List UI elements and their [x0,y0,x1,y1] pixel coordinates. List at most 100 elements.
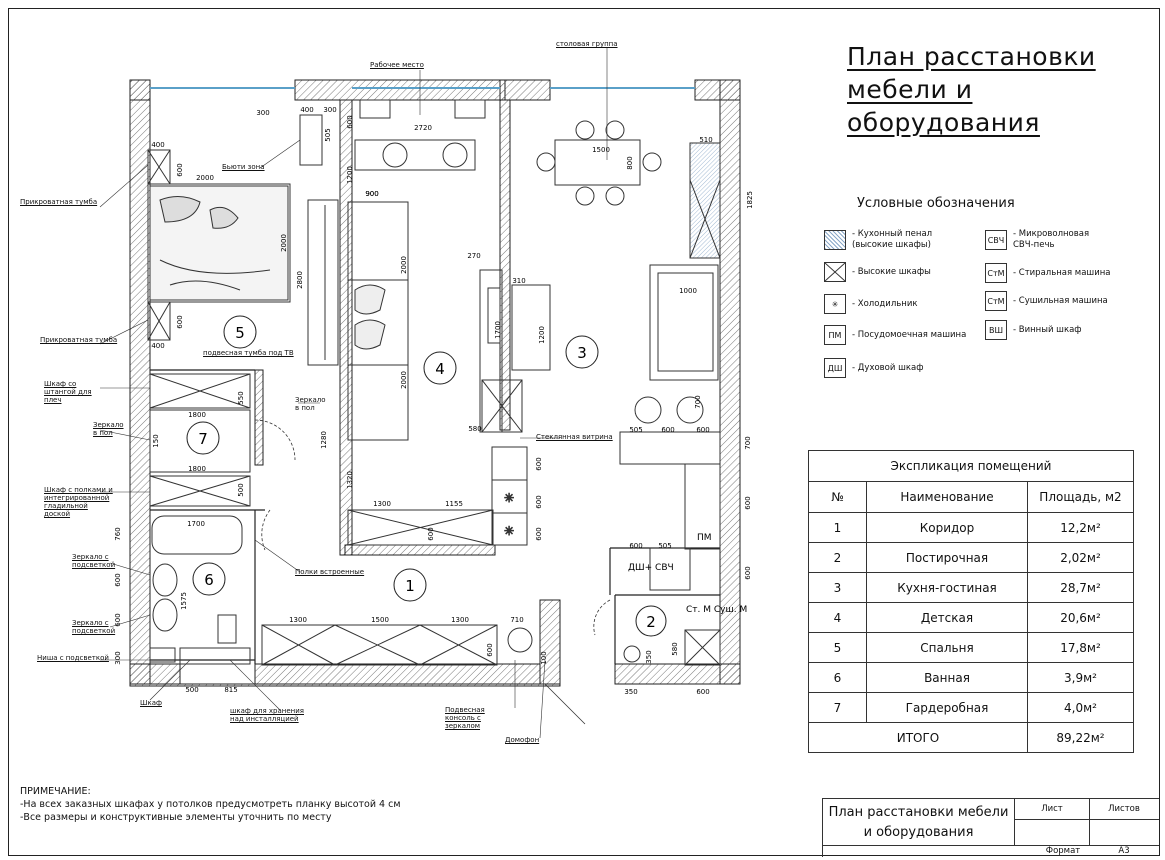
title-line-3: оборудования [847,108,1040,137]
legend-title: Условные обозначения [857,196,1015,211]
col-name: Наименование [866,481,1028,513]
tv-unit [307,199,339,366]
washer-icon: СтМ [985,263,1007,283]
dimension-label: 310 [512,277,525,285]
dimension-label: 700 [694,395,702,408]
dimension-label: 2720 [414,124,432,132]
dimension-label: 300 [256,109,269,117]
oven-mw-label: ДШ+ СВЧ [628,563,674,573]
note-line-2: -Все размеры и конструктивные элементы у… [20,812,332,823]
label-mirror-7: Зеркало в пол [93,421,124,437]
dimension-label: 500 [237,483,245,496]
dimension-label: 900 [365,190,378,198]
dimension-label: 700 [744,436,752,449]
title-block-name: План расстановки мебели и оборудования [823,799,1015,845]
dimension-label: 400 [300,106,313,114]
dimension-label: 1800 [188,465,206,473]
dimension-label: 350 [645,650,653,663]
dimension-label: 580 [468,425,481,433]
dimension-label: 1000 [679,287,697,295]
bathroom-fixtures [149,515,251,665]
label-intercom: Домофон [505,736,540,744]
dimension-label: 500 [185,686,198,694]
legend-microwave: СВЧ - Микроволновая СВЧ-печь [985,229,1095,251]
dimension-label: 550 [237,391,245,404]
notes: ПРИМЕЧАНИЕ: -На всех заказных шкафах у п… [20,785,401,824]
dimension-label: 900 [365,190,378,198]
dimension-label: 300 [323,106,336,114]
legend-wine: ВШ - Винный шкаф [985,320,1082,340]
label-beauty: Бьюти зона [222,163,265,171]
dimension-label: 1300 [373,500,391,508]
living-furniture [511,120,721,591]
dimension-label: 710 [510,616,523,624]
kids-furniture [347,99,523,546]
corridor-cabinets [261,624,533,666]
label-wardrobe-shelves: Шкаф с полками и интегрированной гладиль… [44,486,113,518]
stamp-divider [1089,819,1090,845]
note-heading: ПРИМЕЧАНИЕ: [20,786,91,797]
dimension-label: 150 [152,434,160,447]
dimension-label: 600 [744,496,752,509]
dimension-label: 760 [114,527,122,540]
room-number-7: 7 [198,430,208,448]
title-block: План расстановки мебели и оборудования Л… [822,798,1159,857]
dimension-label: 600 [176,163,184,176]
dimension-label: 600 [744,566,752,579]
legend-washer: СтМ - Стиральная машина [985,263,1111,283]
dimension-label: 1200 [346,166,354,184]
legend-tall-cabinets: - Высокие шкафы [824,262,931,282]
dimension-label: 600 [114,573,122,586]
dimension-label: 600 [661,426,674,434]
dimension-label: 600 [535,527,543,540]
explication-table: Экспликация помещений № Наименование Пло… [808,450,1134,753]
svg-text:✳: ✳ [504,524,514,538]
format-value: А3 [1118,846,1130,856]
fridge-icon: ✳ [824,294,846,314]
wine-cabinet-icon: ВШ [985,320,1007,340]
label-mirror-light-1: Зеркало с подсветкой [72,553,116,569]
title-line-2: мебели и [847,75,973,104]
dimension-label: 600 [427,527,435,540]
dimension-label: 2000 [400,256,408,274]
dimension-label: 1500 [371,616,389,624]
microwave-icon: СВЧ [985,230,1007,250]
dimension-label: 400 [151,342,164,350]
col-number: № [808,481,867,513]
bedside-table-top [147,149,171,185]
label-niche: Ниша с подсветкой [37,654,109,662]
dishwasher-label: ПМ [697,533,712,543]
dimension-label: 1200 [538,326,546,344]
sheet-title: План расстановки мебели и оборудования [847,40,1096,139]
dimension-label: 1300 [289,616,307,624]
dimension-label: 2000 [196,174,214,182]
legend-fridge: ✳ - Холодильник [824,294,918,314]
beauty-zone [299,114,323,166]
title-line-1: План расстановки [847,42,1096,71]
dryer-icon: СтМ [985,291,1007,311]
label-glass-cabinet: Стеклянная витрина [536,433,613,441]
stamp-bottom-line [823,845,1159,846]
dimension-label: 800 [626,156,634,169]
dimension-label: 815 [224,686,237,694]
dimension-label: 505 [629,426,642,434]
dimension-label: 600 [696,426,709,434]
label-cabinet: Шкаф [140,699,162,707]
room-number-6: 6 [204,571,214,589]
oven-icon: ДШ [824,358,846,378]
dimension-label: 580 [671,642,679,655]
dimension-label: 510 [699,136,712,144]
drawing-frame [8,8,1160,856]
room-number-4: 4 [435,360,445,378]
dimension-label: 300 [114,651,122,664]
dimension-label: 600 [486,643,494,656]
dimension-label: 1320 [346,471,354,489]
dimension-label: 600 [696,688,709,696]
laundry [623,629,721,666]
bedside-table-bottom [147,301,171,341]
label-tv: подвесная тумба под ТВ [203,349,294,357]
